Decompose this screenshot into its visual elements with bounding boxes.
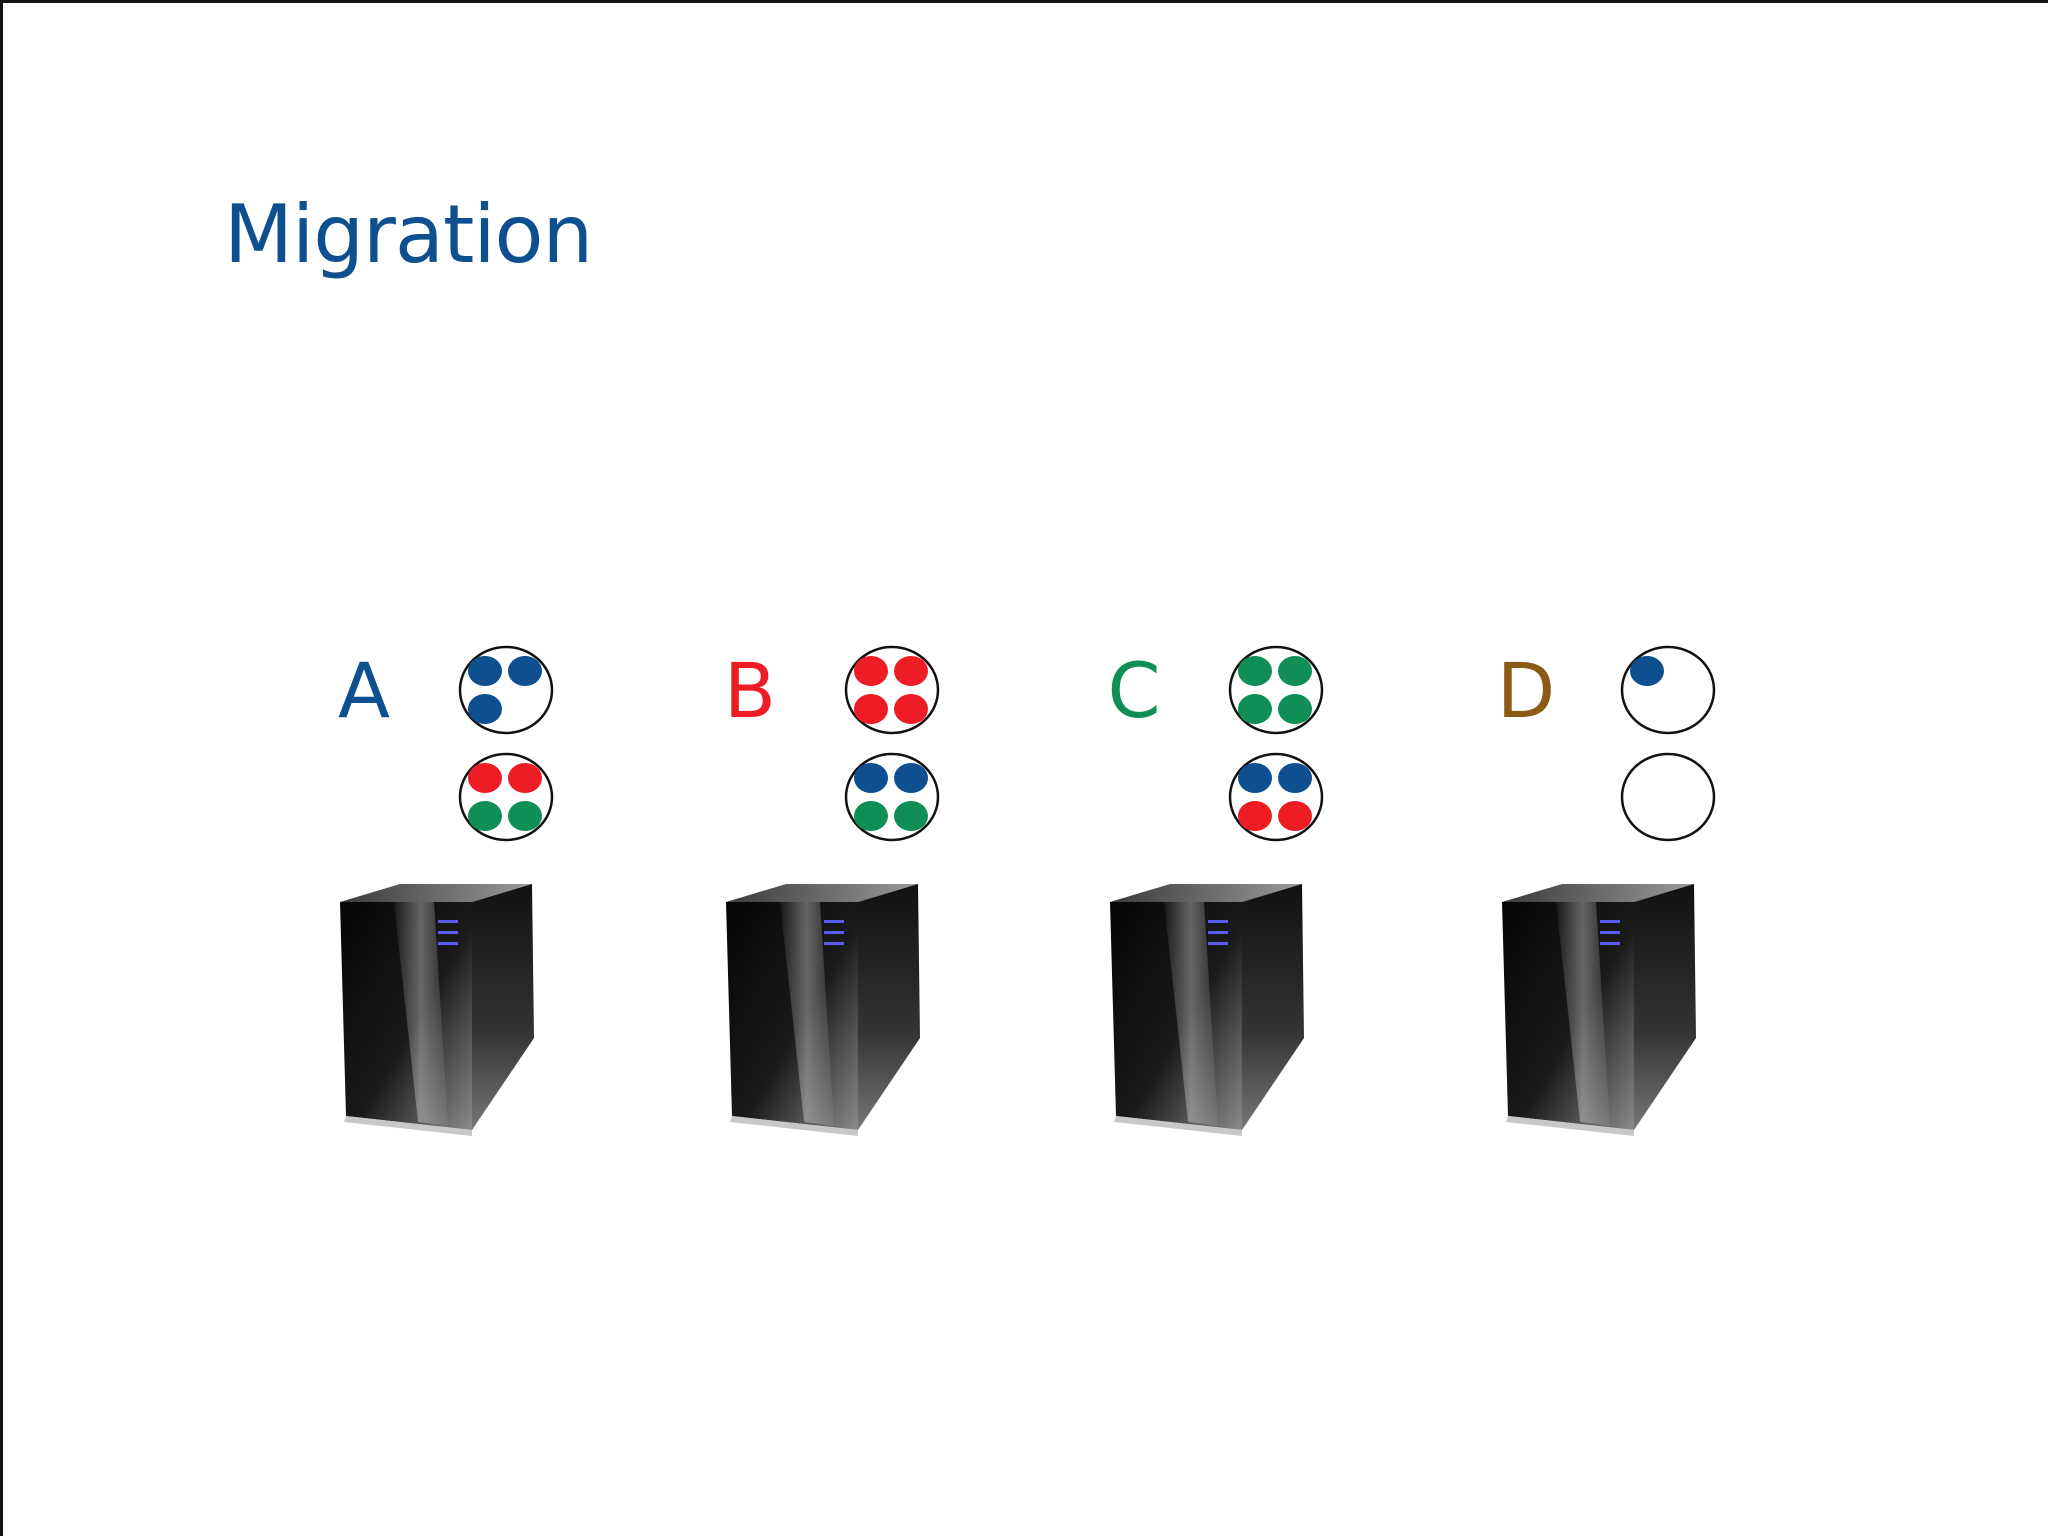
slide-frame-left (0, 0, 3, 1536)
pod-dot-green (1278, 694, 1312, 724)
pod-dot-blue (508, 656, 542, 686)
pod-circle (1228, 752, 1324, 842)
server-a-machine (336, 880, 536, 1136)
tower-top (340, 884, 532, 902)
pod-circle (458, 645, 554, 735)
pod-outline (1620, 752, 1716, 842)
pod-dot-red (894, 694, 928, 724)
server-b-machine (722, 880, 922, 1136)
tower-base (1506, 1116, 1634, 1136)
led-2 (1208, 931, 1228, 934)
led-1 (1600, 920, 1620, 923)
server-label-a: A (338, 646, 390, 735)
pod-dot-blue (1238, 763, 1272, 793)
pod-dot-red (468, 763, 502, 793)
pod-dot-red (854, 656, 888, 686)
slide-frame-top (0, 0, 2048, 3)
tower-base (344, 1116, 472, 1136)
tower-top (1502, 884, 1694, 902)
tower-shine (1164, 902, 1218, 1126)
tower-side (858, 884, 920, 1130)
pod-dot-green (854, 801, 888, 831)
tower-side (1242, 884, 1304, 1130)
pod-dot-green (508, 801, 542, 831)
pod-dot-blue (468, 656, 502, 686)
pod-dot-red (894, 656, 928, 686)
led-2 (824, 931, 844, 934)
pod-dot-green (1278, 656, 1312, 686)
pod-dot-blue (894, 763, 928, 793)
tower-base (1114, 1116, 1242, 1136)
pod-d-bottom (1620, 752, 1716, 842)
server-tower-icon (1110, 884, 1304, 1136)
server-tower-icon (1502, 884, 1696, 1136)
pod-dot-green (1238, 694, 1272, 724)
pod-dot-green (894, 801, 928, 831)
pod-circle (844, 645, 940, 735)
led-3 (438, 942, 458, 945)
pod-c-bottom (1228, 752, 1324, 842)
pod-a-top (458, 645, 554, 735)
pod-d-top (1620, 645, 1716, 735)
led-2 (438, 931, 458, 934)
led-3 (1208, 942, 1228, 945)
server-label-d: D (1496, 646, 1556, 735)
tower-shine (1556, 902, 1610, 1126)
led-1 (824, 920, 844, 923)
pod-dot-blue (468, 694, 502, 724)
pod-a-bottom (458, 752, 554, 842)
pod-b-bottom (844, 752, 940, 842)
pod-dot-red (1238, 801, 1272, 831)
server-tower-icon (340, 884, 534, 1136)
pod-dot-red (1278, 801, 1312, 831)
pod-dot-red (854, 694, 888, 724)
pod-c-top (1228, 645, 1324, 735)
server-label-b: B (723, 646, 777, 735)
pod-dot-blue (854, 763, 888, 793)
slide-title: Migration (224, 188, 593, 281)
server-tower-icon (726, 884, 920, 1136)
led-2 (1600, 931, 1620, 934)
pod-dot-red (508, 763, 542, 793)
server-c-machine (1106, 880, 1306, 1136)
pod-dot-blue (1630, 656, 1664, 686)
led-1 (1208, 920, 1228, 923)
pod-circle (458, 752, 554, 842)
pod-dot-blue (1278, 763, 1312, 793)
pod-circle (1228, 645, 1324, 735)
led-1 (438, 920, 458, 923)
server-label-c: C (1107, 646, 1161, 735)
led-3 (1600, 942, 1620, 945)
pod-circle (1620, 752, 1716, 842)
tower-base (730, 1116, 858, 1136)
tower-top (726, 884, 918, 902)
server-d-machine (1498, 880, 1698, 1136)
pod-dot-green (1238, 656, 1272, 686)
led-3 (824, 942, 844, 945)
tower-shine (394, 902, 448, 1126)
pod-b-top (844, 645, 940, 735)
pod-circle (1620, 645, 1716, 735)
tower-side (472, 884, 534, 1130)
tower-shine (780, 902, 834, 1126)
tower-top (1110, 884, 1302, 902)
pod-dot-green (468, 801, 502, 831)
pod-circle (844, 752, 940, 842)
tower-side (1634, 884, 1696, 1130)
